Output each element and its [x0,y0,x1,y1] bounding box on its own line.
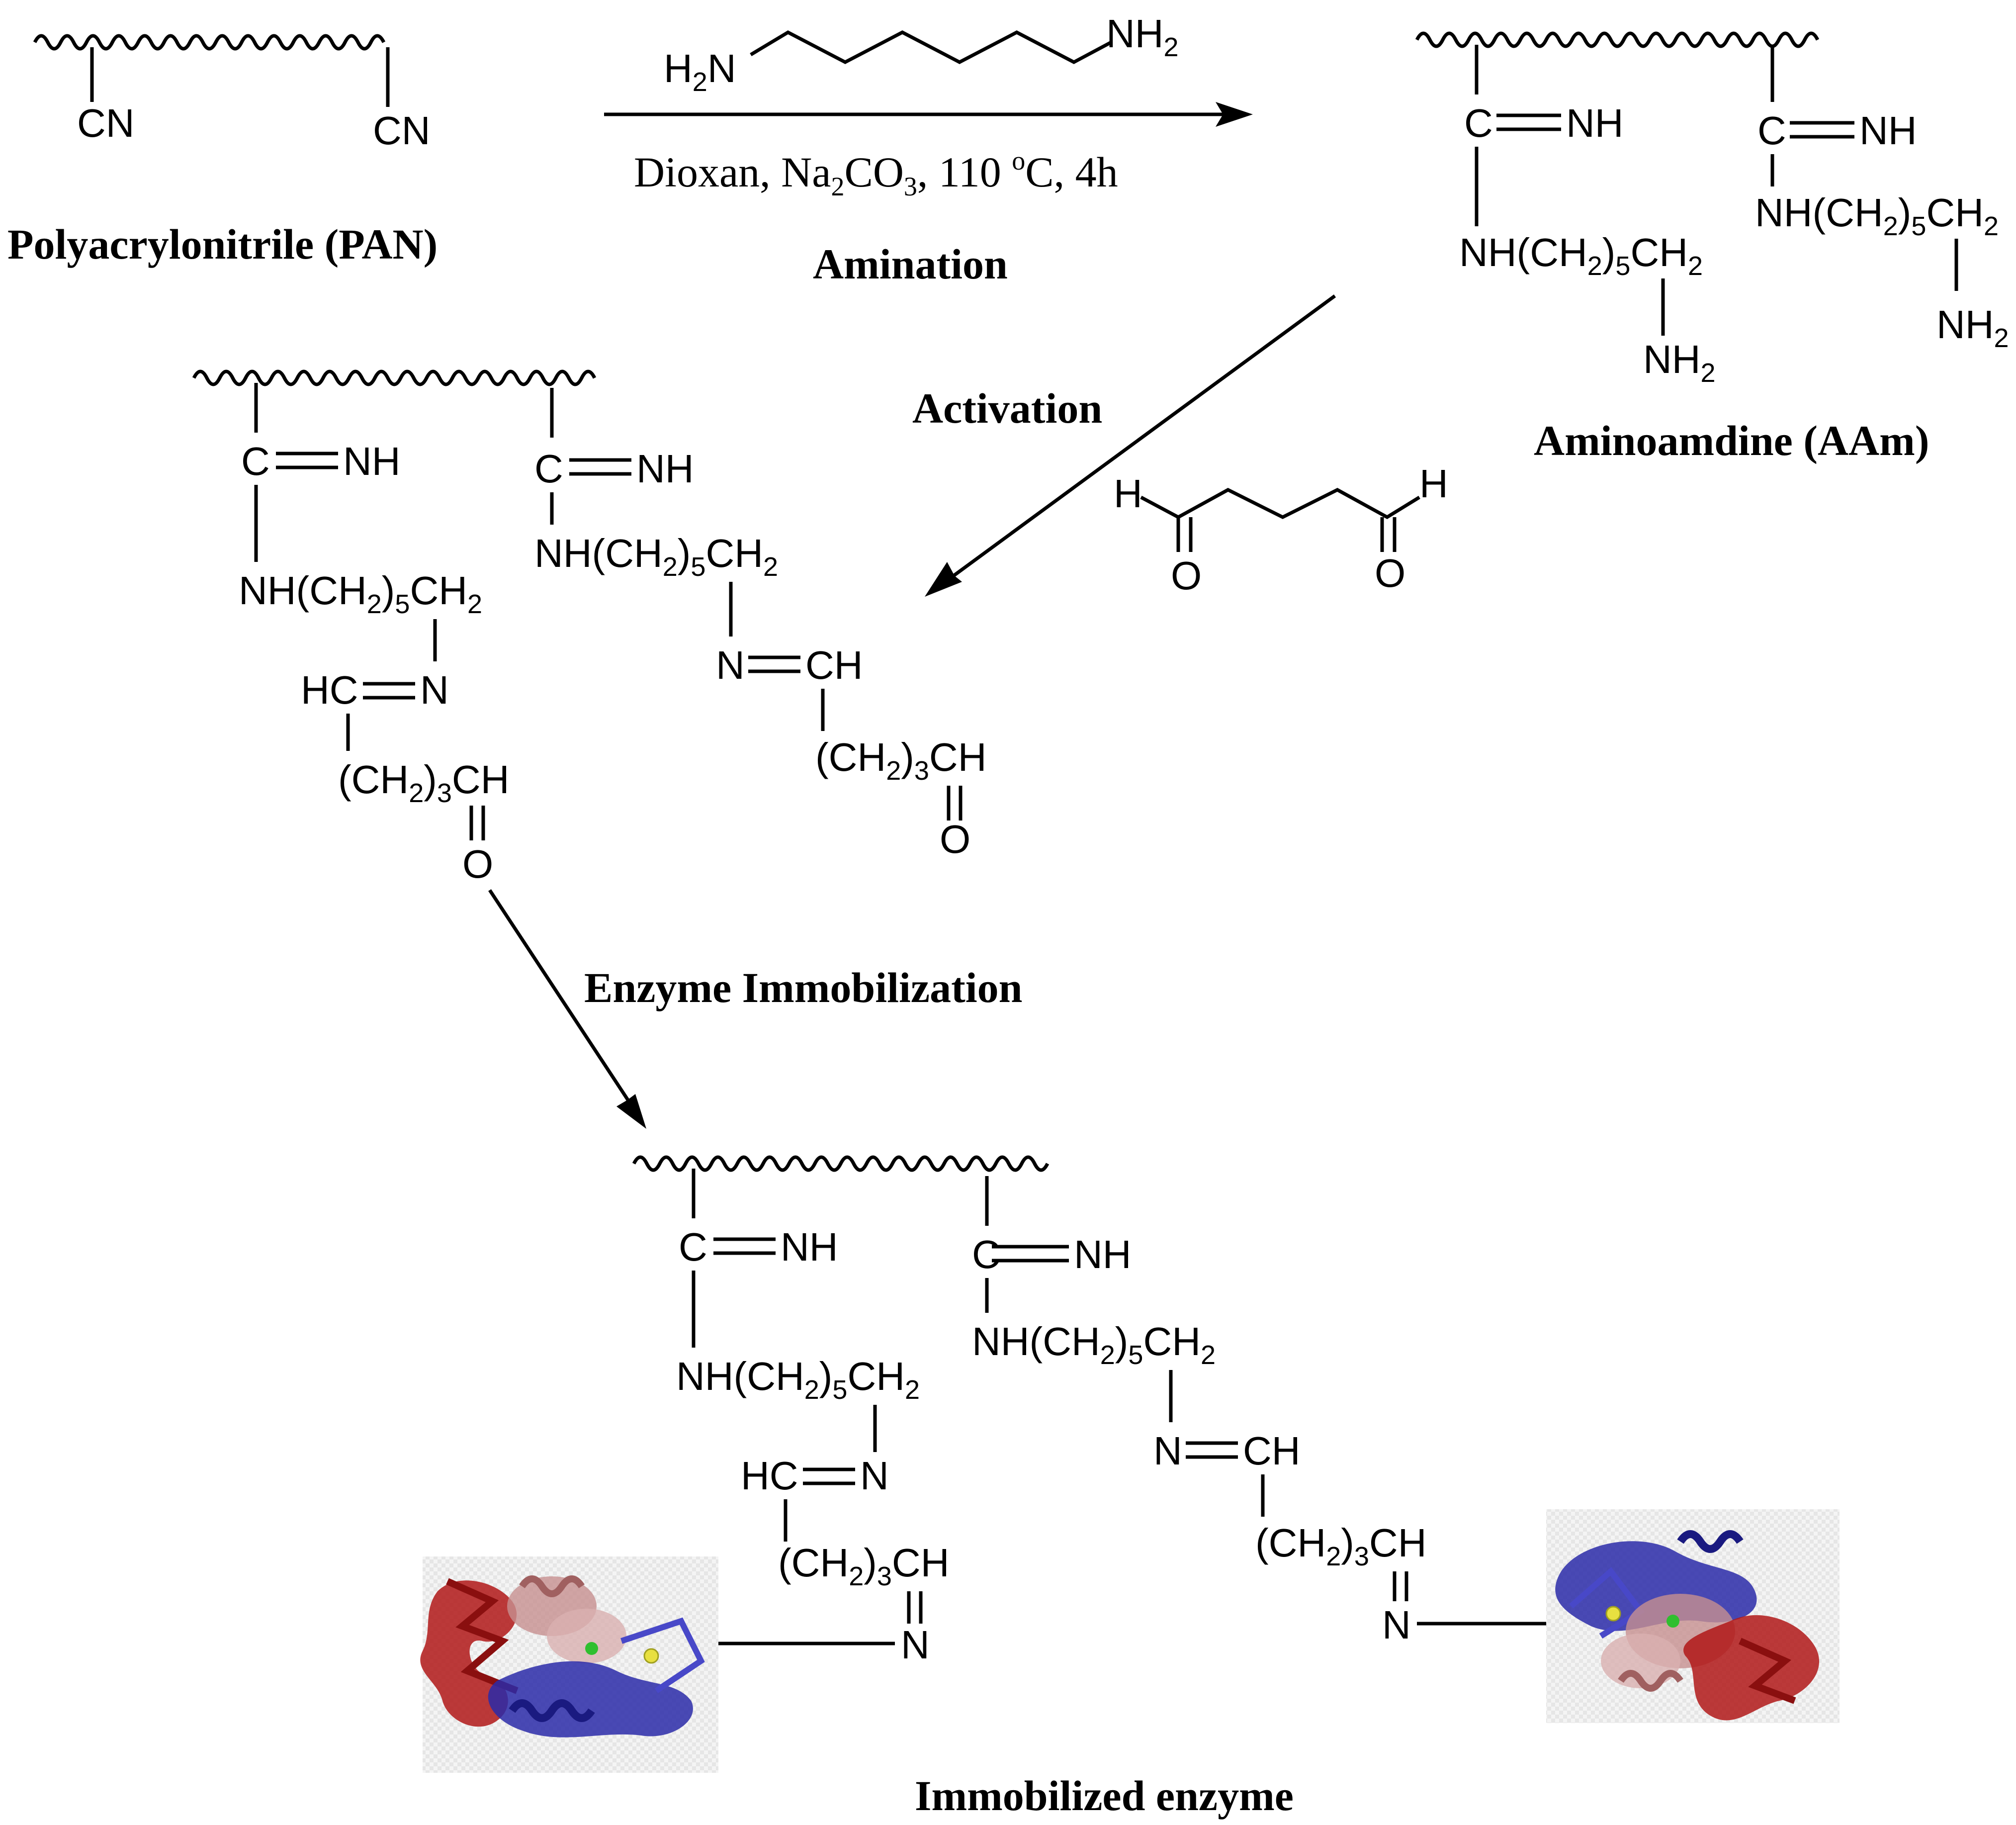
svg-text:NH: NH [781,1225,838,1269]
immobilization-arrow [488,889,630,1102]
svg-text:NH2: NH2 [1936,302,2009,353]
svg-text:O: O [1375,551,1405,595]
svg-text:O: O [940,817,970,861]
svg-text:NH(CH2)5CH2: NH(CH2)5CH2 [676,1354,920,1405]
svg-text:C: C [972,1232,1001,1277]
svg-text:NH: NH [1074,1232,1132,1277]
svg-text:C: C [679,1225,707,1269]
immobilized-enzyme-label: Immobilized enzyme [915,1772,1294,1820]
svg-text:HC: HC [301,668,358,712]
pan-label: Polyacrylonitrile (PAN) [7,220,438,268]
svg-text:N: N [1382,1603,1411,1647]
pan-structure: CN CN [33,34,431,153]
glutaraldehyde: H O O H [1114,461,1448,598]
pan-backbone [33,34,386,51]
svg-text:CH: CH [1243,1429,1301,1473]
ligand-yellow-icon [1605,1606,1621,1622]
svg-text:N: N [1153,1429,1182,1473]
hexamethylenediamine: H2N NH2 [664,11,1179,97]
svg-text:N: N [716,643,745,687]
svg-text:NH(CH2)5CH2: NH(CH2)5CH2 [534,531,778,582]
ligand-green-icon [1666,1615,1679,1628]
svg-text:NH(CH2)5CH2: NH(CH2)5CH2 [972,1319,1216,1370]
activated-support: C NH NH(CH2)5CH2 HC N (CH2)3CH O C NH NH… [192,369,986,886]
ligand-green-icon [585,1642,598,1655]
immobilization-label: Enzyme Immobilization [584,964,1022,1011]
enzyme-left-image [420,1556,718,1773]
cn-group-right: CN [373,108,431,153]
ligand-yellow-icon [643,1648,659,1664]
svg-text:C: C [534,447,563,491]
svg-text:(CH2)3CH: (CH2)3CH [338,757,509,808]
svg-text:N: N [860,1454,889,1498]
immobilized-support: C NH NH(CH2)5CH2 HC N (CH2)3CH N C NH NH… [632,1155,1546,1667]
svg-text:NH2: NH2 [1106,11,1179,62]
svg-text:O: O [1171,553,1202,598]
activation-label: Activation [912,384,1102,432]
svg-text:NH2: NH2 [1643,337,1716,388]
svg-text:NH: NH [1859,108,1917,153]
svg-text:N: N [901,1623,930,1667]
svg-text:HC: HC [741,1454,798,1498]
svg-text:H: H [1419,461,1448,506]
svg-text:N: N [420,668,449,712]
svg-text:CH: CH [805,643,863,687]
activation-arrow [951,294,1336,578]
svg-text:C: C [1464,101,1493,145]
svg-text:NH: NH [636,447,694,491]
svg-text:(CH2)3CH: (CH2)3CH [815,735,986,786]
svg-text:H: H [1114,471,1142,516]
enzyme-right-image [1546,1509,1840,1723]
cn-group-left: CN [77,101,135,145]
amination-conditions: Dioxan, Na2CO3, 110 oC, 4h [634,146,1118,201]
svg-text:NH(CH2)5CH2: NH(CH2)5CH2 [1755,190,1999,241]
svg-text:H2N: H2N [664,46,736,97]
svg-text:NH: NH [343,439,401,483]
amination-label: Amination [813,240,1008,288]
svg-text:C: C [1757,108,1786,153]
svg-text:(CH2)3CH: (CH2)3CH [1255,1521,1426,1571]
aam-structure: C NH NH(CH2)5CH2 NH2 C NH NH(CH2)5CH2 NH… [1415,31,2009,388]
svg-text:(CH2)3CH: (CH2)3CH [778,1541,949,1591]
svg-text:NH(CH2)5CH2: NH(CH2)5CH2 [239,568,482,619]
svg-text:NH(CH2)5CH2: NH(CH2)5CH2 [1459,230,1703,281]
aam-label: Aminoamdine (AAm) [1534,417,1929,464]
svg-text:O: O [462,842,493,886]
svg-text:C: C [241,439,270,483]
svg-text:NH: NH [1566,101,1624,145]
